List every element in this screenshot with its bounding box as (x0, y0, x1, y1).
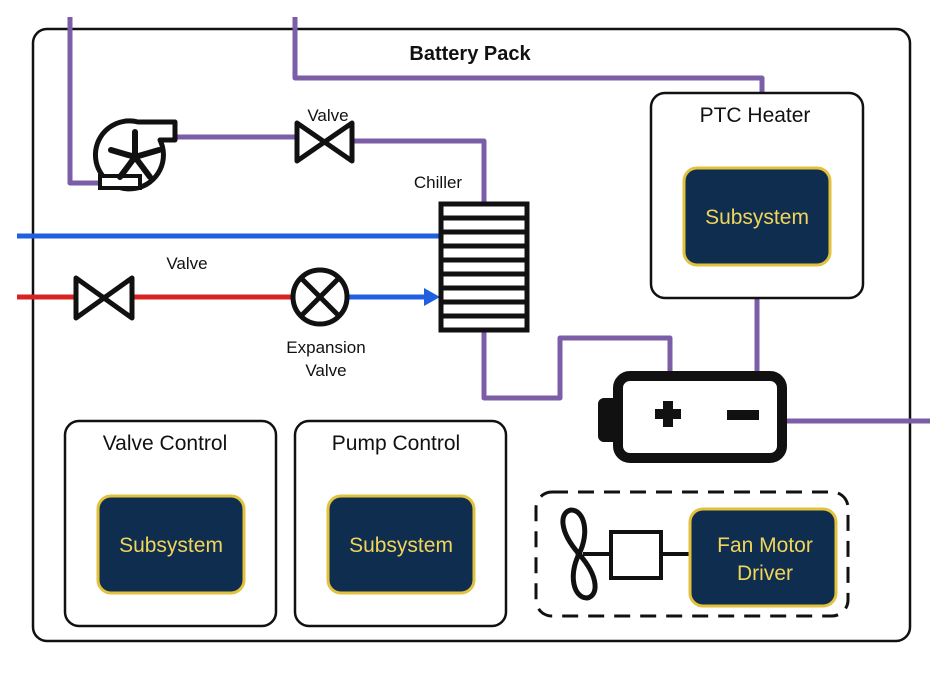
signal-lines (67, 17, 930, 424)
pump-icon (92, 118, 178, 192)
chiller-icon (438, 201, 530, 333)
expansion-valve-label-line2: Valve (305, 361, 346, 380)
fan-motor-icon (609, 530, 663, 580)
flow-arrow-icon (424, 288, 440, 306)
fan-motor-driver-subsystem (688, 507, 838, 608)
valve-left-label: Valve (166, 254, 207, 273)
battery-icon (598, 371, 787, 463)
pump-control-title: Pump Control (332, 432, 460, 455)
battery-pack-frame (31, 27, 912, 643)
ptc-heater-subsystem (682, 166, 832, 267)
valve-control-title: Valve Control (103, 432, 228, 455)
chiller-to-battery-line (481, 331, 673, 401)
valve-control-subsystem (96, 494, 246, 595)
ptc-heater-subsystem-label: Subsystem (705, 206, 809, 229)
valve-left-icon (73, 275, 135, 321)
pump-control-subsystem (326, 494, 476, 595)
pump-control-subsystem-label: Subsystem (349, 534, 453, 557)
valve-control-subsystem-label: Subsystem (119, 534, 223, 557)
fan-motor-driver-label-line1: Fan Motor (717, 534, 813, 557)
valve-to-chiller-line (352, 138, 487, 205)
battery-pack-title: Battery Pack (409, 43, 531, 65)
valve-top-icon (294, 120, 355, 164)
expansion-valve-icon (290, 267, 350, 327)
fan-assembly-frame (534, 490, 850, 618)
ptc-heater-feed-line (292, 17, 765, 93)
valve-top-label: Valve (307, 106, 348, 125)
pump-input-line (67, 17, 98, 186)
expansion-valve-label-line1: Expansion (286, 338, 365, 357)
fan-icon (560, 507, 598, 601)
ptc-heater-title: PTC Heater (700, 104, 811, 127)
fan-motor-driver-label-line2: Driver (737, 562, 793, 585)
chiller-label: Chiller (414, 173, 463, 192)
